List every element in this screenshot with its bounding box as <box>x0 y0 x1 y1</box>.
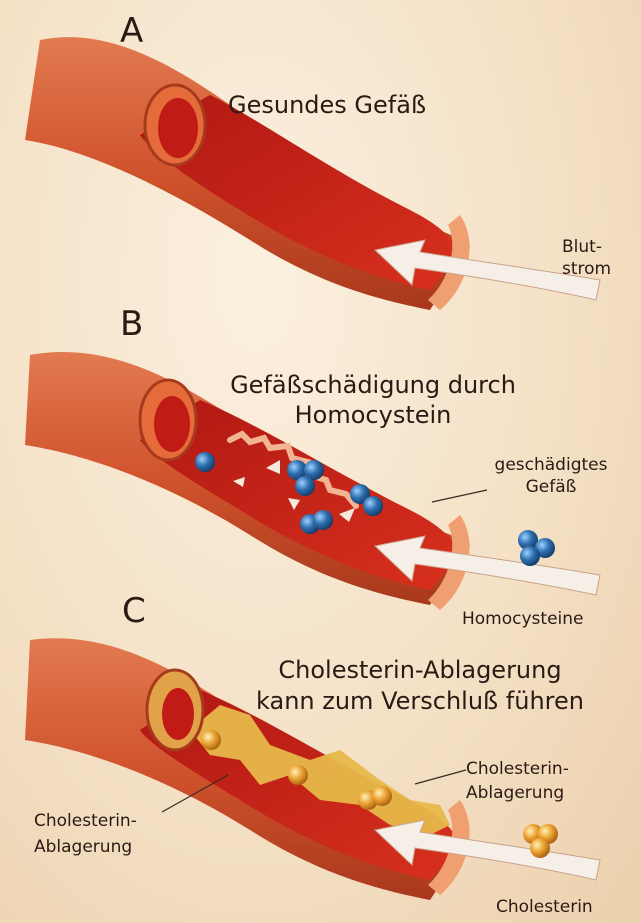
vessel-a <box>25 37 600 310</box>
blood-flow-label-1: Blut- <box>562 238 602 258</box>
panel-c-letter: C <box>122 592 146 631</box>
deposit-label-left-1: Cholesterin- <box>34 812 137 832</box>
deposit-label-right-1: Cholesterin- <box>466 760 569 780</box>
panel-a-letter: A <box>120 12 143 51</box>
panel-a-title: Gesundes Gefäß <box>228 92 426 120</box>
damaged-vessel-label-1: geschädigtes <box>486 456 616 476</box>
damaged-vessel-label-2: Gefäß <box>486 478 616 498</box>
damaged-leader-line <box>432 490 487 502</box>
panel-c-title-line2: kann zum Verschluß führen <box>240 688 600 716</box>
deposit-label-right-2: Ablagerung <box>466 784 564 804</box>
cholesterol-label: Cholesterin <box>496 898 593 918</box>
panel-b-letter: B <box>120 305 143 344</box>
panel-b-title-line1: Gefäßschädigung durch <box>208 372 538 400</box>
blood-flow-label-2: strom <box>562 260 611 280</box>
deposit-leader-right <box>415 770 466 784</box>
homocysteine-label: Homocysteine <box>462 610 584 630</box>
deposit-label-left-2: Ablagerung <box>34 838 132 858</box>
panel-c-title-line1: Cholesterin-Ablagerung <box>240 657 600 685</box>
panel-b-title-line2: Homocystein <box>208 402 538 430</box>
